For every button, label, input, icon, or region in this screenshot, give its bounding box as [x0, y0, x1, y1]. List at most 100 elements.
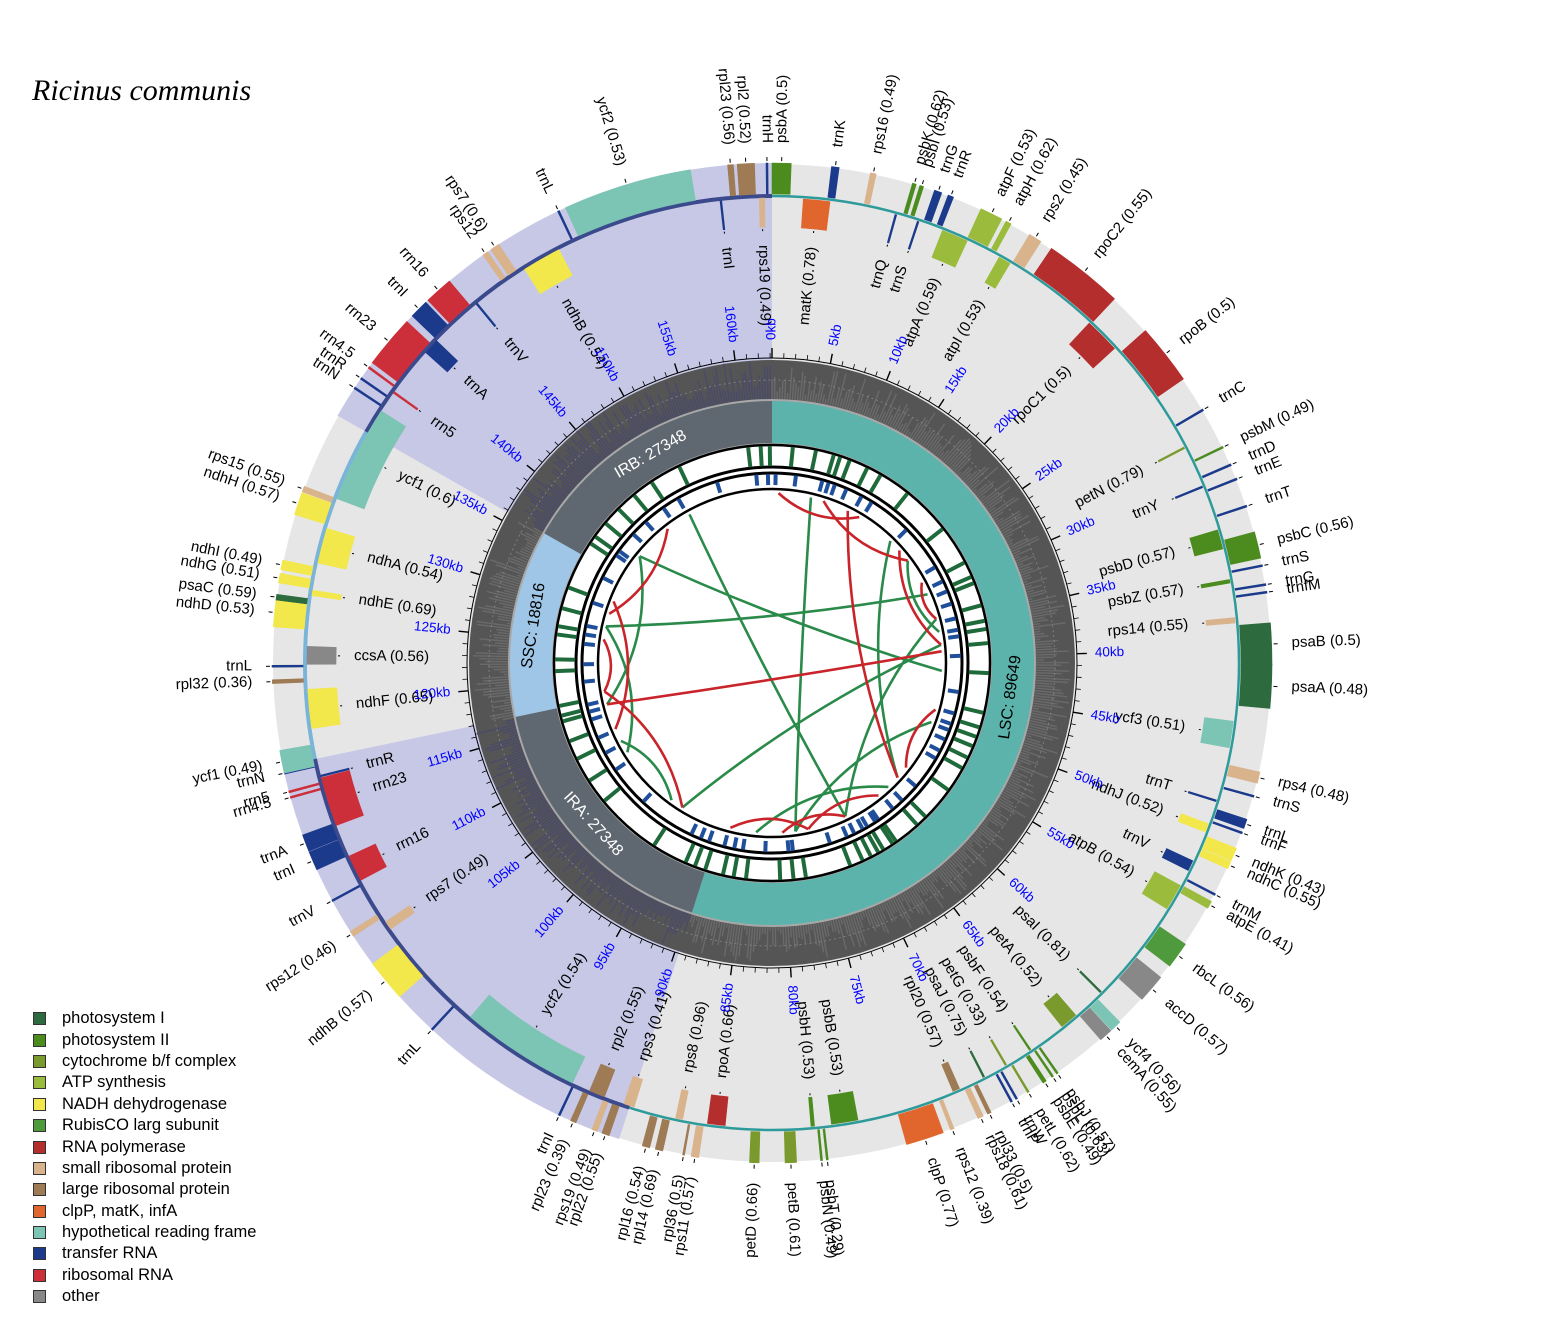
- gene-rrn23: [371, 321, 430, 382]
- gc-bar: [542, 511, 552, 519]
- gene-leader: [1184, 790, 1187, 793]
- gc-bar: [674, 391, 684, 415]
- legend-swatch: [33, 1183, 46, 1197]
- gc-bar: [512, 778, 536, 792]
- scale-tick: [470, 571, 481, 576]
- gene-leader: [1204, 406, 1209, 410]
- tick-label: 35kb: [1085, 577, 1117, 598]
- gc-bar: [755, 926, 759, 945]
- gene-leader: [1247, 824, 1252, 827]
- gene-petG: [990, 1039, 1007, 1066]
- gene-label: psaA (0.48): [1291, 678, 1368, 699]
- gc-bar: [491, 714, 514, 720]
- gc-bar: [532, 511, 550, 523]
- gc-bar: [515, 551, 531, 559]
- gc-bar: [488, 582, 519, 593]
- gene-trnC: [1175, 408, 1205, 427]
- gc-bar: [848, 398, 855, 411]
- gc-bar: [1022, 744, 1047, 754]
- gene-rps19: [758, 197, 766, 228]
- gc-bar: [830, 920, 835, 933]
- gc-bar: [717, 921, 721, 928]
- gc-bar: [566, 449, 590, 474]
- gene-leader: [1106, 1036, 1111, 1041]
- gc-bar: [1022, 576, 1032, 581]
- scale-tick: [923, 927, 928, 932]
- gc-bar: [531, 822, 563, 847]
- gc-bar: [1008, 779, 1034, 794]
- gc-bar: [525, 493, 555, 515]
- scale-tick: [458, 630, 469, 633]
- scale-tick: [464, 619, 471, 621]
- gc-bar: [974, 830, 982, 837]
- gc-bar: [544, 483, 566, 500]
- gc-bar: [746, 926, 751, 959]
- gene-rps15: [301, 485, 334, 503]
- gene-leader: [1179, 955, 1183, 960]
- scale-tick: [988, 876, 994, 881]
- gc-bar: [608, 875, 617, 886]
- gc-bar: [644, 392, 661, 425]
- gc-bar: [911, 416, 927, 440]
- gene-leader: [1175, 815, 1178, 818]
- ssr-mark: [789, 839, 795, 852]
- gene-leader: [921, 180, 925, 185]
- gene-leader: [1011, 1022, 1014, 1025]
- gc-bar: [555, 454, 583, 481]
- gc-bar: [666, 401, 675, 419]
- ssc-ring-line: [302, 430, 368, 760]
- gc-bar: [551, 470, 574, 490]
- gc-bar: [1030, 604, 1065, 613]
- scale-tick: [864, 367, 867, 373]
- scale-tick: [1074, 700, 1080, 702]
- ssr-mark: [809, 450, 818, 471]
- gc-bar: [521, 796, 546, 812]
- gc-bar: [922, 879, 944, 909]
- gene-leader: [427, 1030, 431, 1035]
- gc-bar: [906, 431, 911, 437]
- tick-label: 5kb: [826, 323, 845, 347]
- gene-leader: [1035, 232, 1039, 237]
- legend-label: transfer RNA: [62, 1244, 158, 1263]
- gene-trnV: [1161, 848, 1194, 871]
- gc-bar: [856, 912, 864, 929]
- gc-bar: [691, 915, 696, 928]
- ssr-mark: [952, 575, 972, 587]
- scale-tick: [563, 433, 568, 438]
- gc-bar: [926, 876, 944, 899]
- ssr-mark: [893, 492, 909, 511]
- gc-bar: [820, 922, 829, 958]
- scale-tick: [892, 942, 896, 948]
- gc-bar: [683, 913, 691, 932]
- scale-tick: [610, 397, 615, 403]
- gc-bar: [578, 854, 592, 868]
- tick-label: 75kb: [847, 974, 869, 1006]
- gc-bar: [994, 804, 1001, 809]
- gene-rpl14: [654, 1118, 670, 1152]
- gene-psbF: [1012, 1024, 1032, 1051]
- gc-bar: [596, 877, 619, 907]
- gc-bar: [872, 404, 881, 420]
- gc-bar: [598, 452, 605, 460]
- gene-rrn4.5: [289, 787, 321, 799]
- gc-bar: [713, 375, 721, 405]
- ssr-mark: [689, 823, 699, 835]
- gc-bar: [924, 877, 940, 897]
- gene-trnN: [353, 386, 382, 407]
- gc-bar: [789, 367, 793, 400]
- gc-bar: [849, 914, 862, 948]
- gene-leader: [363, 363, 368, 367]
- scale-tick: [1012, 850, 1017, 855]
- scale-tick: [684, 955, 687, 961]
- gc-bar: [805, 924, 808, 934]
- gc-bar: [520, 547, 533, 554]
- gene-label: petB (0.61): [784, 1182, 804, 1257]
- legend-item: other: [33, 1286, 256, 1307]
- gc-bar: [619, 433, 628, 444]
- gc-bar: [497, 631, 510, 635]
- gc-bar: [582, 852, 590, 860]
- gc-bar: [692, 916, 701, 943]
- forward-repeat-link: [605, 593, 928, 628]
- gc-bar: [724, 390, 729, 403]
